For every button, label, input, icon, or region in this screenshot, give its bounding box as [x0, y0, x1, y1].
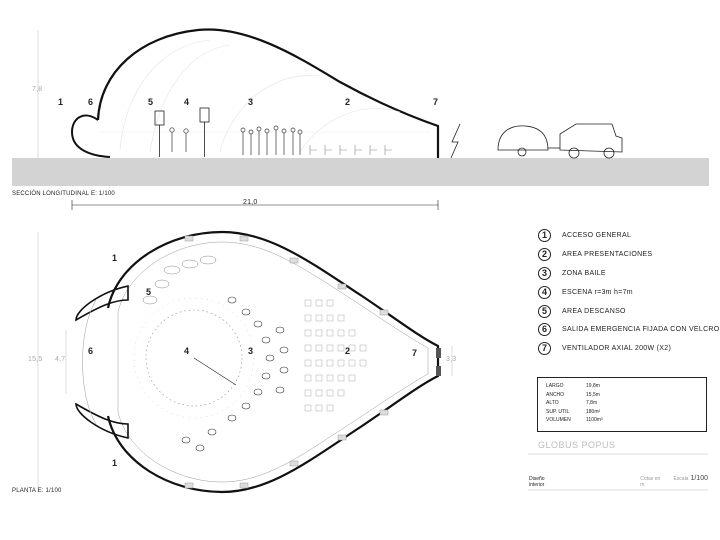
- spec-row: ALTO 7,8m: [546, 399, 698, 408]
- legend-number: 6: [538, 322, 551, 336]
- legend-text: ESCENA r=3m h=7m: [562, 288, 633, 296]
- title-block: GLOBUS POPUS Diseño interior Cotas en m …: [528, 440, 708, 488]
- section-marker-6: 6: [88, 97, 94, 107]
- legend-item-5: 5 AREA DESCANSO: [538, 303, 626, 319]
- legend-item-2: 2 AREA PRESENTACIONES: [538, 246, 652, 262]
- legend-number: 7: [538, 341, 551, 355]
- legend-item-1: 1 ACCESO GENERAL: [538, 227, 631, 243]
- spec-row: LARGO 19,8m: [546, 382, 698, 391]
- ground-band: [12, 158, 709, 186]
- spec-key: ALTO: [546, 400, 559, 407]
- longitudinal-section: [12, 28, 709, 210]
- plan-marker-3: 3: [248, 346, 254, 356]
- scale-label: Escala: [673, 476, 689, 482]
- spec-key: ANCHO: [546, 391, 565, 398]
- plan-width-label: 15,5: [28, 356, 43, 363]
- dance-ring: [133, 297, 255, 419]
- spec-row: ANCHO 15,5m: [546, 391, 698, 400]
- spec-row: SUP. UTIL 180m²: [546, 408, 698, 417]
- crowd-silhouettes: [169, 125, 303, 155]
- entrance-bulge: [70, 114, 111, 158]
- legend-number: 4: [538, 285, 551, 299]
- speaker-right: [199, 107, 210, 123]
- stage-axis: [193, 357, 237, 386]
- legend-number: 2: [538, 247, 551, 261]
- specs-table: LARGO 19,8m ANCHO 15,5m ALTO 7,8m SUP. UTIL…: [537, 377, 707, 432]
- legend-text: AREA DESCANSO: [562, 307, 626, 315]
- title-block-footer: Diseño interior Cotas en m Escala 1/100: [528, 475, 708, 488]
- plan-marker-5: 5: [146, 287, 152, 297]
- section-marker-7: 7: [433, 97, 439, 107]
- legend-number: 5: [538, 304, 551, 318]
- legend-text: VENTILADOR AXIAL 200W (X2): [562, 344, 672, 352]
- rest-area-cushions: [142, 255, 217, 305]
- plan-marker-2: 2: [345, 346, 351, 356]
- spec-key: LARGO: [546, 383, 564, 389]
- ventilator-bolt: [450, 123, 461, 159]
- truck-and-trailer: [497, 123, 623, 159]
- spec-row: VOLUMEN 1100m³: [546, 416, 698, 425]
- legend-text: ZONA BAILE: [562, 269, 606, 277]
- plan-fan-label: 3,3: [446, 356, 457, 363]
- legend-text: AREA PRESENTACIONES: [562, 250, 653, 258]
- section-marker-1: 1: [58, 97, 64, 107]
- project-title: GLOBUS POPUS: [538, 440, 616, 450]
- spec-value: 180m²: [586, 408, 601, 415]
- ventilator-top: [436, 348, 441, 358]
- plan-marker-1-top: 1: [112, 253, 118, 263]
- plan-title: PLANTA E: 1/100: [12, 488, 62, 494]
- subtitle: Diseño interior: [529, 476, 545, 488]
- floor-plan: [37, 230, 453, 494]
- ventilator-bottom: [436, 366, 441, 376]
- legend-item-6: 6 SALIDA EMERGENCIA FIJADA CON VELCRO: [538, 321, 720, 337]
- section-marker-5: 5: [148, 97, 154, 107]
- plan-marker-4: 4: [184, 346, 190, 356]
- emergency-exit-arc: [82, 299, 97, 425]
- plan-marker-1-bottom: 1: [112, 458, 118, 468]
- section-rib: [219, 75, 321, 153]
- legend-text: SALIDA EMERGENCIA FIJADA CON VELCRO: [562, 325, 720, 333]
- section-title: SECCIÓN LONGITUDINAL E: 1/100: [12, 191, 115, 197]
- stage-circle: [145, 309, 243, 407]
- section-height-label: 7,8: [32, 86, 43, 93]
- section-rib: [119, 39, 211, 151]
- legend-item-3: 3 ZONA BAILE: [538, 265, 606, 281]
- plan-inner-label: 4,7: [55, 356, 66, 363]
- legend-number: 1: [538, 228, 551, 242]
- spec-value: 7,8m: [586, 400, 598, 407]
- plan-chairs: [304, 299, 367, 412]
- legend-number: 3: [538, 266, 551, 280]
- legend-item-4: 4 ESCENA r=3m h=7m: [538, 284, 633, 300]
- plan-marker-6: 6: [88, 346, 94, 356]
- plan-marker-7: 7: [412, 348, 418, 358]
- scale-value: 1/100: [690, 475, 708, 482]
- balloon-section-outline: [96, 28, 440, 158]
- section-chairs: [309, 145, 392, 155]
- legend-text: ACCESO GENERAL: [562, 231, 632, 239]
- spec-value: 1100m³: [586, 417, 603, 424]
- section-rib: [149, 44, 231, 153]
- entrance-fan: [75, 285, 129, 322]
- plan-inner-wall: [117, 241, 429, 483]
- legend-item-7: 7 VENTILADOR AXIAL 200W (X2): [538, 340, 671, 356]
- entrance-fan: [75, 402, 129, 439]
- plan-outline: [106, 230, 440, 494]
- spec-value: 15,5m: [586, 391, 600, 398]
- section-marker-4: 4: [184, 97, 190, 107]
- units-note: Cotas en m: [640, 476, 661, 488]
- section-rib: [299, 108, 401, 153]
- section-marker-3: 3: [248, 97, 254, 107]
- section-length-label: 21,0: [243, 199, 258, 206]
- spec-value: 19,8m: [586, 383, 600, 389]
- spec-key: VOLUMEN: [546, 417, 571, 424]
- plan-dancers: [181, 296, 289, 452]
- perimeter-anchors: [184, 235, 389, 489]
- spec-key: SUP. UTIL: [546, 408, 570, 415]
- section-marker-2: 2: [345, 97, 351, 107]
